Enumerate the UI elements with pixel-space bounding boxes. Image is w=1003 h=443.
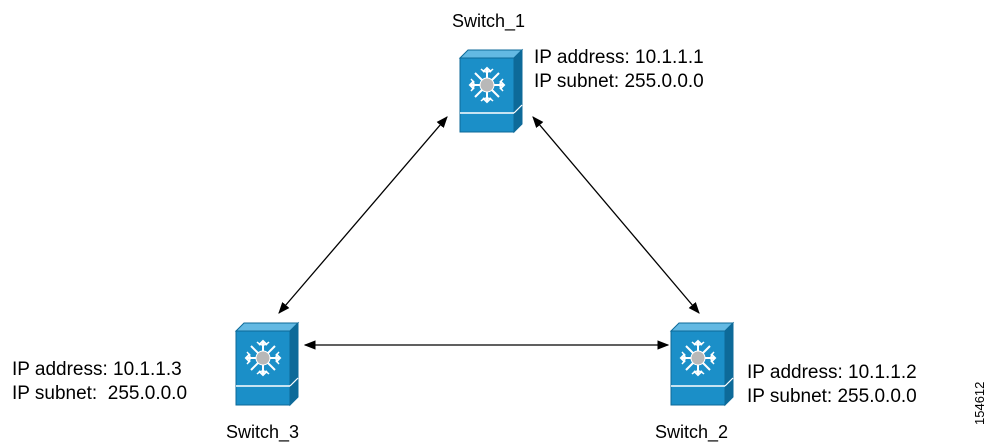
switch-1-icon bbox=[459, 49, 523, 133]
figure-id: 154612 bbox=[972, 381, 987, 425]
switch-3-ip-address: IP address: 10.1.1.3 bbox=[12, 359, 182, 380]
link-switch1-switch2 bbox=[532, 116, 700, 314]
switch-2-icon bbox=[670, 322, 734, 406]
switch-1-ip-address: IP address: 10.1.1.1 bbox=[534, 47, 704, 68]
switch-2-info: IP address: 10.1.1.2 IP subnet: 255.0.0.… bbox=[747, 361, 917, 409]
switch-2-ip-address: IP address: 10.1.1.2 bbox=[747, 362, 917, 383]
switch-1-ip-subnet: IP subnet: 255.0.0.0 bbox=[534, 71, 704, 92]
switch-2-name: Switch_2 bbox=[655, 422, 729, 442]
link-switch1-switch3 bbox=[278, 116, 448, 314]
switch-3-ip-subnet: IP subnet: 255.0.0.0 bbox=[12, 383, 188, 404]
switch-3-name: Switch_3 bbox=[226, 422, 300, 442]
switch-1-info: IP address: 10.1.1.1 IP subnet: 255.0.0.… bbox=[534, 46, 704, 94]
switch-3-info: IP address: 10.1.1.3 IP subnet: 255.0.0.… bbox=[12, 358, 187, 406]
switch-3-icon bbox=[235, 322, 299, 406]
switch-2-ip-subnet: IP subnet: 255.0.0.0 bbox=[747, 386, 917, 407]
switch-1-name: Switch_1 bbox=[452, 11, 526, 31]
